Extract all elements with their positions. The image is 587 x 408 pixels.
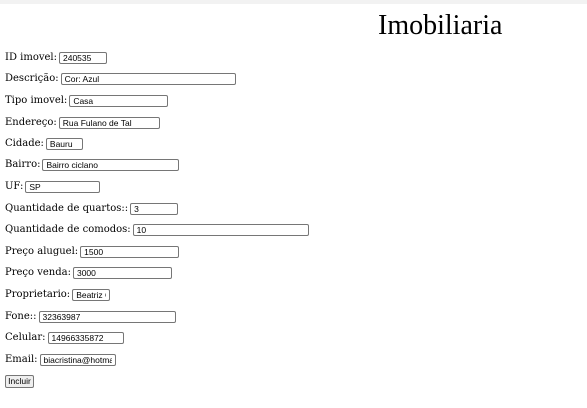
email-input[interactable] — [39, 354, 116, 366]
celular-label: Celular: — [5, 332, 46, 343]
tipo-imovel-input[interactable] — [69, 95, 169, 107]
comodos-row: Quantidade de comodos: — [5, 223, 309, 237]
top-border — [0, 0, 587, 4]
tipo-imovel-row: Tipo imovel: — [5, 94, 169, 108]
bairro-row: Bairro: — [5, 158, 180, 172]
proprietario-input[interactable] — [72, 289, 111, 301]
preco-venda-input[interactable] — [72, 267, 172, 279]
celular-input[interactable] — [47, 332, 124, 344]
id-imovel-label: ID imovel: — [5, 52, 57, 63]
fone-row: Fone:: — [5, 310, 176, 324]
proprietario-label: Proprietario: — [5, 289, 71, 300]
celular-row: Celular: — [5, 331, 124, 345]
fone-input[interactable] — [38, 311, 176, 323]
id-imovel-input[interactable] — [58, 52, 107, 64]
comodos-label: Quantidade de comodos: — [5, 224, 131, 235]
uf-input[interactable] — [25, 181, 101, 193]
quartos-row: Quantidade de quartos:: — [5, 202, 179, 216]
email-row: Email: — [5, 353, 116, 367]
preco-aluguel-row: Preço aluguel: — [5, 245, 180, 259]
descricao-label: Descrição: — [5, 73, 59, 84]
preco-aluguel-label: Preço aluguel: — [5, 246, 79, 257]
proprietario-row: Proprietario: — [5, 288, 111, 302]
endereco-input[interactable] — [58, 117, 160, 129]
cidade-row: Cidade: — [5, 137, 83, 151]
uf-row: UF: — [5, 180, 101, 194]
email-label: Email: — [5, 354, 38, 365]
bairro-label: Bairro: — [5, 159, 41, 170]
incluir-button[interactable]: Incluir — [5, 375, 34, 388]
uf-label: UF: — [5, 181, 24, 192]
endereco-row: Endereço: — [5, 116, 160, 130]
quartos-input[interactable] — [130, 203, 179, 215]
tipo-imovel-label: Tipo imovel: — [5, 95, 68, 106]
preco-aluguel-input[interactable] — [80, 246, 180, 258]
descricao-row: Descrição: — [5, 72, 236, 86]
bairro-input[interactable] — [42, 159, 180, 171]
quartos-label: Quantidade de quartos:: — [5, 203, 129, 214]
fone-label: Fone:: — [5, 311, 37, 322]
preco-venda-row: Preço venda: — [5, 266, 172, 280]
page-title: Imobiliaria — [378, 10, 503, 41]
cidade-input[interactable] — [45, 138, 83, 150]
cidade-label: Cidade: — [5, 138, 44, 149]
comodos-input[interactable] — [132, 224, 309, 236]
preco-venda-label: Preço venda: — [5, 267, 71, 278]
descricao-input[interactable] — [60, 73, 236, 85]
id-imovel-row: ID imovel: — [5, 51, 107, 65]
endereco-label: Endereço: — [5, 117, 57, 128]
